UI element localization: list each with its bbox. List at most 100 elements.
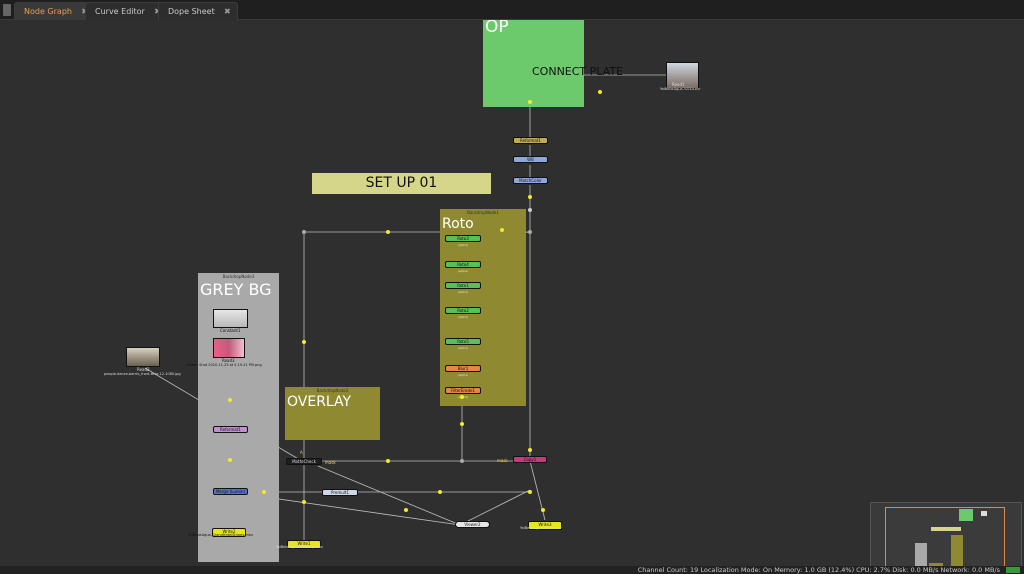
minimap-read1 — [981, 511, 987, 516]
write1-node[interactable]: Write1 — [287, 540, 321, 549]
minimap-op — [959, 509, 973, 521]
backdrop-setup[interactable]: SET UP 01 — [312, 173, 491, 194]
constant1-thumbnail[interactable] — [213, 309, 248, 328]
constant1-label: Constant1 — [220, 328, 241, 333]
minimap-roto — [951, 535, 963, 566]
tab-dope-sheet[interactable]: Dope Sheet ✖ — [158, 2, 238, 20]
roto3-node[interactable]: Roto3(alpha) — [445, 235, 481, 247]
copy1-node[interactable]: Copy1 — [513, 456, 547, 463]
backdrop-node-name: BackdropNode1 — [467, 210, 499, 215]
backdrop-title: OVERLAY — [287, 394, 352, 410]
node-label: Write3 — [538, 522, 552, 527]
node-label: Roto2 — [457, 308, 469, 313]
node-sub: (alpha) — [457, 290, 469, 294]
connect-plate-label: CONNECT PLATE — [532, 65, 623, 78]
wire-elbow[interactable] — [228, 523, 232, 527]
write2-node[interactable]: Write2 — [212, 528, 246, 537]
wire-dot[interactable] — [302, 500, 306, 504]
tab-label: Node Graph — [24, 7, 72, 16]
read2-label: Read2 — [137, 367, 150, 372]
backdrop-title: Roto — [442, 216, 474, 232]
wire-dot[interactable] — [460, 422, 464, 426]
tab-curve-editor[interactable]: Curve Editor ✖ — [85, 2, 168, 20]
write1-file: YaiBebeAgua-Cleanup.mov — [276, 545, 324, 549]
wire-dot[interactable] — [404, 508, 408, 512]
tab-node-graph[interactable]: Node Graph ✖ — [14, 2, 95, 20]
wire-dot[interactable] — [528, 208, 532, 212]
node-label: Roto3 — [457, 236, 469, 241]
minimap-grey — [915, 543, 927, 566]
backdrop-title: SET UP 01 — [365, 175, 438, 191]
minimap-viewport[interactable] — [885, 507, 1005, 566]
node-label: Write1 — [297, 541, 311, 546]
navigator-minimap[interactable] — [870, 502, 1022, 566]
tab-label: Dope Sheet — [168, 7, 215, 16]
wire-dot[interactable] — [500, 228, 504, 232]
read3-file: Screen Shot 2020-11-25 at 5.19.21 PM.png — [186, 363, 262, 367]
read2-file: people-dance-barrio_front-teve.12.1080.j… — [104, 372, 181, 376]
read3-thumbnail[interactable] — [213, 338, 245, 358]
wire-dot[interactable] — [541, 508, 545, 512]
a-input-label: A — [300, 450, 303, 455]
wire-dot[interactable] — [386, 230, 390, 234]
wire-dot[interactable] — [528, 448, 532, 452]
blur1-node[interactable]: Blur1(alpha) — [445, 365, 481, 377]
mask-input-label: mask — [325, 460, 336, 465]
mattecheck-node[interactable]: MatteCheck — [286, 458, 322, 465]
backdrop-overlay[interactable]: BackdropNode2 OVERLAY — [285, 387, 380, 440]
wb-node[interactable]: WB — [513, 156, 548, 163]
roto5-node[interactable]: Roto5 (alpha) — [445, 338, 481, 350]
minimap-overlay — [929, 563, 943, 566]
roto4-node[interactable]: Roto4(alpha) — [445, 261, 481, 273]
node-sub: (alpha) — [457, 346, 469, 350]
backdrop-node-name: BackdropNode3 — [222, 274, 255, 279]
wire-dot[interactable] — [528, 490, 532, 494]
read3-label: Read3 — [222, 358, 235, 363]
node-label: Roto4 — [457, 262, 469, 267]
read2-thumbnail[interactable] — [126, 347, 160, 367]
read1-label: Read1 — [672, 82, 685, 87]
wire-elbow[interactable] — [302, 230, 306, 234]
tab-bar: Node Graph ✖ Curve Editor ✖ Dope Sheet ✖ — [0, 0, 1024, 20]
matchcolor-node[interactable]: MatchColor — [513, 177, 548, 184]
write2-file: YaiBebeAgua-GrandHotelStripes.mov — [188, 533, 254, 537]
backdrop-title: GREY BG — [200, 280, 272, 299]
write3-node[interactable]: Write3 — [528, 521, 562, 530]
wire-dot[interactable] — [228, 458, 232, 462]
wire-dot[interactable] — [262, 490, 266, 494]
node-graph-canvas[interactable]: OP CONNECT PLATE Read1 YaiBebeAgua.%04d.… — [0, 20, 1024, 566]
status-indicator — [1006, 567, 1020, 573]
node-label: FilterErode1 — [451, 388, 475, 393]
wire-dot[interactable] — [438, 490, 442, 494]
close-icon[interactable]: ✖ — [224, 7, 231, 16]
node-label: Roto1 — [457, 283, 469, 288]
wire-dot[interactable] — [598, 90, 602, 94]
backdrop-title: OP — [485, 20, 509, 37]
premult1-node[interactable]: Premult1 — [322, 489, 358, 496]
close-icon[interactable]: ✖ — [154, 3, 161, 21]
read1-thumbnail[interactable] — [666, 62, 699, 89]
wire-dot[interactable] — [528, 100, 532, 104]
close-icon[interactable]: ✖ — [81, 3, 88, 21]
backdrop-node-name: BackdropNode2 — [316, 388, 349, 393]
merge-node[interactable]: Merge (Lumin) — [213, 488, 248, 495]
node-label: Blur1 — [457, 366, 469, 371]
wire-elbow[interactable] — [460, 459, 464, 463]
node-label: Roto5 — [457, 339, 469, 344]
wire-elbow[interactable] — [528, 230, 532, 234]
backdrop-op[interactable]: OP — [483, 20, 584, 107]
roto1-node[interactable]: Roto1 (alpha) — [445, 282, 481, 294]
reformat1-node[interactable]: Reformat1 — [213, 426, 248, 433]
wire-dot[interactable] — [386, 459, 390, 463]
tab-label: Curve Editor — [95, 7, 145, 16]
wire-dot[interactable] — [528, 195, 532, 199]
reformat-node[interactable]: Reformat1 — [513, 137, 548, 144]
wire-dot[interactable] — [302, 340, 306, 344]
roto2-node[interactable]: Roto2(alpha) — [445, 307, 481, 319]
status-text: Channel Count: 19 Localization Mode: On … — [637, 566, 1000, 574]
panel-menu-handle[interactable] — [3, 4, 11, 16]
wire-dot[interactable] — [228, 398, 232, 402]
filtererode1-node[interactable]: FilterErode1(alpha) — [445, 387, 481, 399]
viewer2-node[interactable]: Viewer2 — [455, 521, 490, 528]
wire-dot[interactable] — [460, 395, 464, 399]
